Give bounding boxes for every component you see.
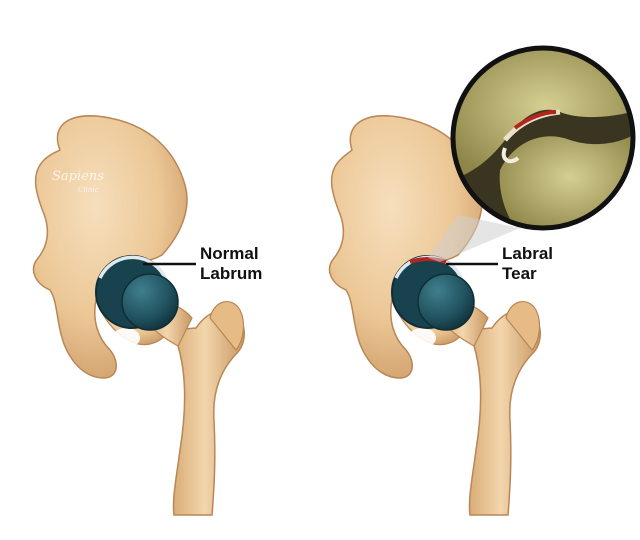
normal-labrum-label: Normal Labrum — [200, 244, 262, 284]
watermark-brand: Sapiens — [52, 169, 104, 184]
inset-tear-mark — [513, 110, 557, 130]
normal-labrum-label-line1: Normal — [200, 244, 259, 263]
labral-tear-label: Labral Tear — [502, 244, 553, 284]
right-hip-tear — [328, 115, 541, 516]
right-femoral-head — [417, 273, 475, 331]
left-labrum — [98, 255, 168, 281]
watermark-sub: Clinic — [78, 186, 99, 194]
labral-tear-label-line2: Tear — [502, 264, 537, 283]
normal-labrum-label-line2: Labrum — [200, 264, 263, 283]
right-greater-trochanter — [505, 301, 541, 351]
left-hip-normal: Sapiens Clinic — [32, 115, 245, 516]
labral-tear-mark — [409, 257, 447, 264]
left-pelvis — [32, 115, 188, 379]
zoom-inset — [450, 45, 636, 231]
inset-projection — [428, 215, 520, 262]
inset-ring — [450, 45, 636, 231]
left-greater-trochanter — [209, 301, 245, 351]
labral-tear-label-line1: Labral — [502, 244, 554, 263]
left-femoral-head — [121, 273, 179, 331]
